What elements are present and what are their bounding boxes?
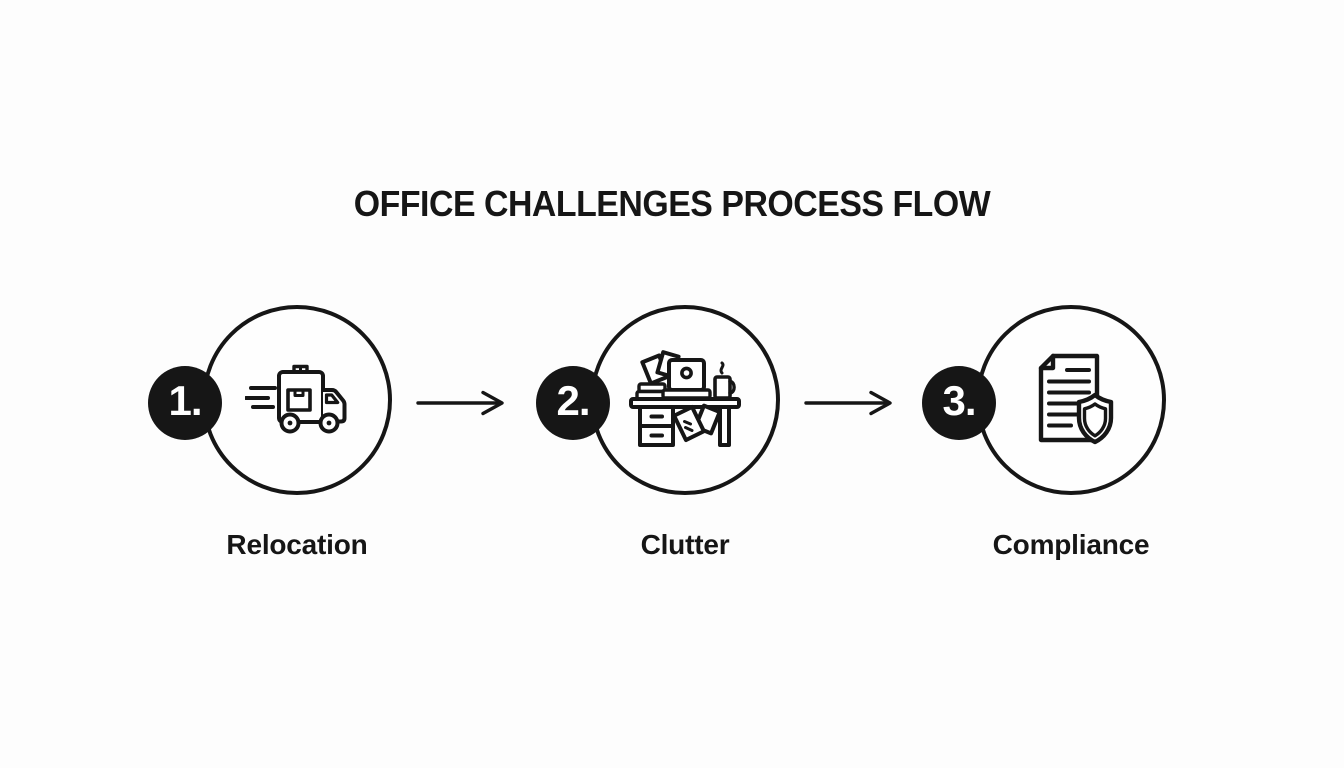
right-arrow-icon — [804, 390, 892, 416]
step-label: Clutter — [640, 529, 730, 560]
diagram-title: OFFICE CHALLENGES PROCESS FLOW — [353, 183, 991, 224]
step-clutter: 2. — [536, 305, 780, 585]
step-circle — [590, 305, 780, 495]
cluttered-desk-icon — [629, 350, 741, 447]
step-compliance: 3. Compliance — [922, 305, 1166, 585]
step-number-badge: 3. — [922, 366, 996, 440]
step-number: 3. — [942, 377, 976, 424]
step-number-badge: 1. — [148, 366, 222, 440]
step-circle — [976, 305, 1166, 495]
step-label: Relocation — [226, 529, 368, 560]
step-number: 2. — [556, 377, 590, 424]
step-circle — [202, 305, 392, 495]
step-number-badge: 2. — [536, 366, 610, 440]
step-label: Compliance — [992, 529, 1150, 560]
step-number: 1. — [168, 377, 202, 424]
document-shield-icon — [1038, 353, 1114, 445]
right-arrow-icon — [416, 390, 504, 416]
moving-truck-icon — [245, 364, 347, 434]
step-relocation: 1. — [148, 305, 392, 585]
